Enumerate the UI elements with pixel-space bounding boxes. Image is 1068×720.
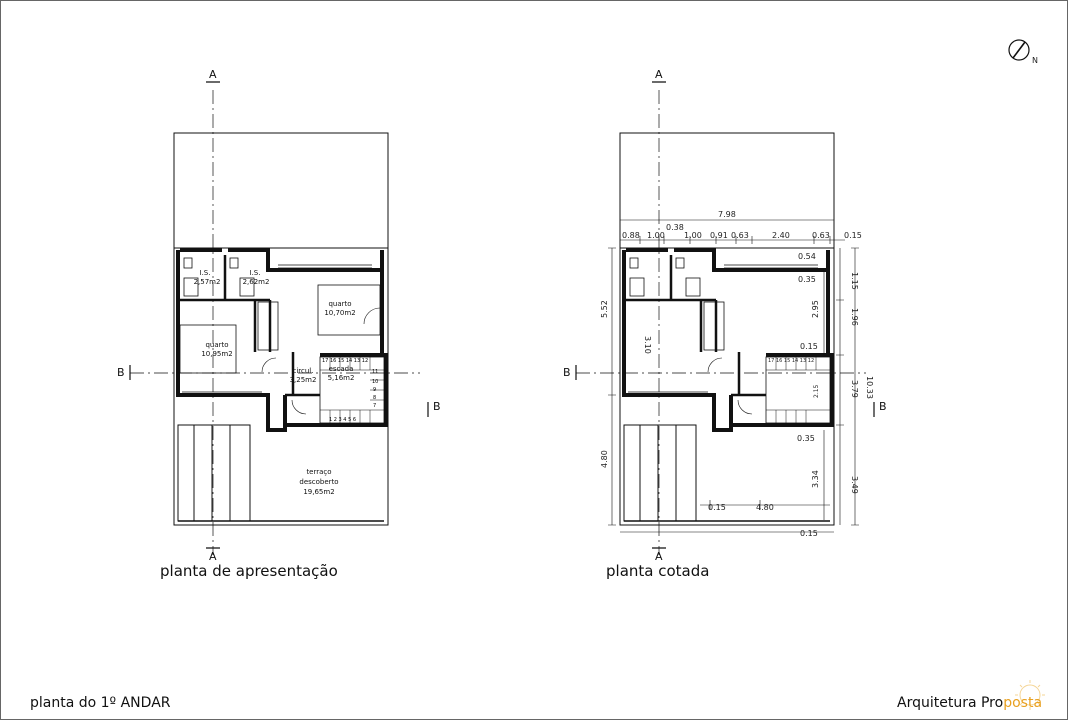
left-room-labels: I.S. 2,57m2 I.S. 2,62m2 quarto 10,70m2 q…	[194, 269, 356, 496]
dim-inner-215: 2.15	[813, 384, 820, 398]
stair-number-side: 11	[372, 369, 378, 375]
section-label-b-left-right: B	[563, 366, 571, 379]
dim-top-5: 0.63	[731, 231, 749, 240]
room-area-terraco: 19,65m2	[303, 488, 334, 496]
section-label-a-top: A	[209, 68, 217, 81]
bed-quarto-2	[179, 324, 237, 374]
dim-right-115: 1.15	[850, 272, 859, 290]
stair-number-side: 8	[373, 395, 376, 401]
dim-038: 0.38	[666, 223, 684, 232]
room-name2-terraco: descoberto	[299, 478, 338, 486]
left-plan	[129, 81, 429, 555]
dim-left-552: 5.52	[600, 300, 609, 318]
room-name-is1: I.S.	[200, 269, 211, 277]
dim-inner-035b: 0.35	[797, 434, 815, 443]
stair-numbers-top: 17 16 15 14 13 12	[322, 358, 368, 364]
dim-right-1033: 10.33	[865, 376, 874, 399]
right-plan	[575, 81, 875, 555]
stair-number-side: 10	[372, 379, 378, 385]
room-area-circul: 3,25m2	[290, 376, 317, 384]
north-arrow-icon: N	[1008, 39, 1038, 65]
sun-logo-icon	[1015, 680, 1045, 710]
dim-top-4: 0.91	[710, 231, 728, 240]
dim-top-7: 0.63	[812, 231, 830, 240]
dim-inner-054: 0.54	[798, 252, 816, 261]
left-section-labels: A A B B	[117, 68, 441, 563]
stair-number-side: 9	[373, 387, 376, 393]
dim-inner-310: 3.10	[643, 336, 652, 354]
footer-floor-label: planta do 1º ANDAR	[30, 695, 171, 711]
room-name-terraco: terraço	[306, 468, 331, 476]
dim-top-6: 2.40	[772, 231, 790, 240]
dim-inner-295: 2.95	[811, 300, 820, 318]
room-area-is1: 2,57m2	[194, 278, 221, 286]
stair-walls	[285, 270, 388, 427]
footer-brand-main: Arquitetura Pro	[897, 695, 1004, 711]
section-label-b-right: B	[433, 400, 441, 413]
footer-brand-accent: posta	[1003, 695, 1043, 711]
interior-walls	[180, 255, 272, 352]
north-label: N	[1032, 56, 1038, 65]
dim-right-379: 3.79	[850, 380, 859, 398]
dimension-lines	[608, 215, 859, 533]
section-label-b-right-right: B	[879, 400, 887, 413]
room-name-quarto2: quarto	[205, 341, 228, 349]
bed-quarto-1	[317, 284, 381, 336]
section-label-a-bottom-right: A	[655, 550, 663, 563]
dim-top-3: 1.00	[684, 231, 702, 240]
stair-numbers-top-right: 17 16 15 14 13 12	[768, 358, 814, 364]
dim-left-480: 4.80	[600, 450, 609, 468]
footer-brand: Arquitetura Proposta	[897, 695, 1042, 711]
dim-right-349: 3.49	[850, 476, 859, 494]
dim-inner-015b: 0.15	[708, 503, 726, 512]
room-area-is2: 2,62m2	[243, 278, 270, 286]
section-label-a-bottom: A	[209, 550, 217, 563]
dim-bottom-015: 0.15	[800, 529, 818, 538]
plan-title-presentation: planta de apresentação	[160, 562, 338, 580]
dim-top-8: 0.15	[844, 231, 862, 240]
stair-number-side: 7	[373, 403, 376, 409]
right-section-labels: A A B B	[563, 68, 887, 563]
room-area-quarto1: 10,70m2	[324, 309, 355, 317]
dim-inner-480: 4.80	[756, 503, 774, 512]
room-area-quarto2: 10,95m2	[201, 350, 232, 358]
upper-terrace	[173, 132, 389, 249]
dim-inner-334: 3.34	[811, 470, 820, 488]
room-name-is2: I.S.	[250, 269, 261, 277]
outer-outline-right	[619, 247, 835, 526]
section-label-a-top-right: A	[655, 68, 663, 81]
garage-area	[177, 424, 251, 522]
dim-right-196: 1.96	[850, 308, 859, 326]
room-name-circul: circul.	[293, 367, 314, 375]
stair-numbers-bottom: 1 2 3 4 5 6	[329, 417, 356, 423]
room-area-escada: 5,16m2	[328, 374, 355, 382]
section-label-b-left: B	[117, 366, 125, 379]
outer-outline	[173, 247, 389, 526]
dim-inner-035a: 0.35	[798, 275, 816, 284]
right-dimension-text: 7.98 0.38 0.88 1.00 1.00 0.91 0.63 2.40 …	[600, 210, 874, 538]
stair-right	[765, 356, 831, 424]
plan-title-dimensioned: planta cotada	[606, 562, 710, 580]
room-name-escada: escada	[329, 365, 354, 373]
dim-top-2: 1.00	[647, 231, 665, 240]
dim-top-1: 0.88	[622, 231, 640, 240]
dim-overall-width: 7.98	[718, 210, 736, 219]
main-walls	[176, 248, 384, 432]
room-name-quarto1: quarto	[328, 300, 351, 308]
left-stair-numbers: 17 16 15 14 13 12 1 2 3 4 5 6 11 10 9 8 …	[322, 358, 378, 423]
dim-inner-015a: 0.15	[800, 342, 818, 351]
